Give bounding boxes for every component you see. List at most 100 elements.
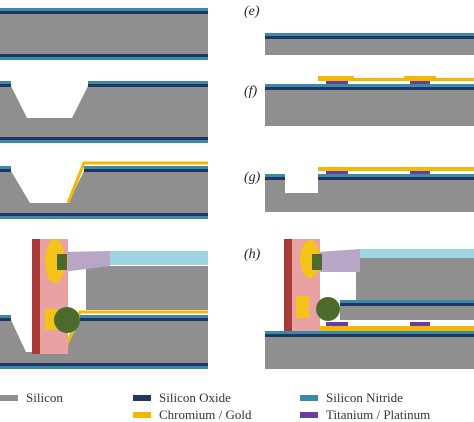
titanium-platinum-line	[326, 171, 348, 174]
nitride-layer	[0, 140, 208, 143]
legend-item-silicon-nitride: Silicon Nitride	[300, 391, 403, 405]
legend-item-silicon: Silicon	[0, 391, 63, 405]
legend-swatch	[133, 395, 151, 401]
step-label-h: (h)	[244, 247, 261, 262]
chromium-gold-film	[62, 310, 208, 353]
legend-swatch	[0, 395, 18, 401]
optical-taper	[62, 251, 110, 272]
titanium-platinum-line	[410, 81, 430, 84]
waveguide-channel	[110, 251, 208, 265]
nitride-layer	[0, 81, 11, 84]
legend-label: Chromium / Gold	[159, 407, 252, 422]
materials-legend: Silicon Silicon Oxide Silicon Nitride Ch…	[0, 388, 474, 422]
oxide-layer	[88, 84, 208, 87]
nitride-layer	[265, 84, 474, 87]
panel-h	[265, 239, 474, 369]
nitride-layer	[265, 33, 474, 36]
electrode-bar	[284, 239, 292, 331]
nitride-layer	[0, 366, 208, 369]
microsphere	[54, 307, 80, 333]
oxide-layer	[0, 318, 11, 321]
step-label-e: (e)	[244, 4, 260, 19]
silicon-substrate	[265, 180, 474, 212]
titanium-platinum-line	[410, 171, 430, 174]
fabrication-diagram	[0, 8, 474, 369]
upper-chip	[356, 258, 474, 300]
oxide-layer	[318, 177, 474, 180]
nitride-layer	[340, 300, 474, 303]
oxide-layer	[265, 334, 474, 337]
silicon-substrate	[0, 86, 208, 137]
legend-item-titanium-platinum: Titanium / Platinum	[300, 408, 430, 422]
silicon-substrate	[265, 90, 474, 126]
oxide-layer	[265, 36, 474, 39]
optical-taper	[318, 249, 360, 272]
oxide-layer	[0, 54, 208, 57]
panel-b	[0, 81, 208, 143]
titanium-platinum-line	[326, 322, 348, 326]
legend-swatch	[133, 412, 151, 418]
legend-label: Titanium / Platinum	[326, 407, 431, 422]
nitride-layer	[265, 331, 474, 334]
nitride-layer	[80, 315, 208, 318]
oxide-layer	[0, 84, 11, 87]
legend-swatch	[300, 412, 318, 418]
titanium-platinum-line	[326, 81, 348, 84]
oxide-layer	[265, 177, 285, 180]
legend-label: Silicon Oxide	[159, 390, 231, 405]
nitride-layer	[88, 81, 208, 84]
oxide-layer	[0, 213, 208, 216]
nitride-layer	[0, 315, 11, 318]
step-label-g: (g)	[244, 170, 261, 185]
chromium-gold-line	[436, 78, 474, 81]
panel-d	[0, 239, 208, 369]
nitride-layer	[318, 174, 474, 177]
solder-bump	[45, 239, 65, 283]
panel-f	[265, 76, 474, 126]
panel-c	[0, 161, 208, 219]
chromium-gold-pad	[318, 76, 354, 81]
oxide-layer	[84, 169, 208, 172]
panel-g	[265, 167, 474, 212]
nitride-layer	[0, 166, 11, 169]
nitride-layer	[84, 166, 208, 169]
silicon-substrate	[0, 14, 208, 54]
waveguide-channel	[360, 249, 474, 258]
legend-label: Silicon	[26, 390, 63, 405]
chromium-gold-film	[318, 167, 474, 171]
oxide-layer	[0, 363, 208, 366]
upper-chip	[86, 266, 208, 310]
nitride-layer	[0, 216, 208, 219]
chromium-gold-film	[66, 161, 208, 204]
oxide-layer	[80, 318, 208, 321]
bond-pad	[296, 296, 309, 318]
oxide-layer	[0, 11, 208, 14]
chromium-gold-pad	[404, 76, 436, 81]
oxide-layer	[0, 169, 11, 172]
nitride-layer	[0, 8, 208, 11]
legend-label: Silicon Nitride	[326, 390, 403, 405]
electrode-bar	[32, 239, 40, 354]
silicon-substrate	[265, 39, 474, 55]
microsphere	[316, 297, 340, 321]
panel-e	[265, 33, 474, 55]
nitride-layer	[0, 57, 208, 60]
oxide-layer	[265, 87, 474, 90]
panel-a	[0, 8, 208, 60]
chromium-gold-line	[354, 78, 404, 81]
oxide-layer	[0, 137, 208, 140]
chromium-gold-film	[318, 326, 474, 331]
silicon-substrate	[0, 320, 208, 363]
oxide-layer	[340, 303, 474, 306]
contact-pad	[312, 254, 322, 270]
titanium-platinum-line	[410, 322, 430, 326]
contact-pad	[57, 254, 67, 270]
nitride-layer	[265, 174, 285, 177]
silicon-substrate	[0, 171, 208, 213]
legend-swatch	[300, 395, 318, 401]
silicon-substrate	[265, 337, 474, 369]
legend-item-chromium-gold: Chromium / Gold	[133, 408, 251, 422]
legend-item-silicon-oxide: Silicon Oxide	[133, 391, 231, 405]
step-label-f: (f)	[244, 84, 258, 99]
